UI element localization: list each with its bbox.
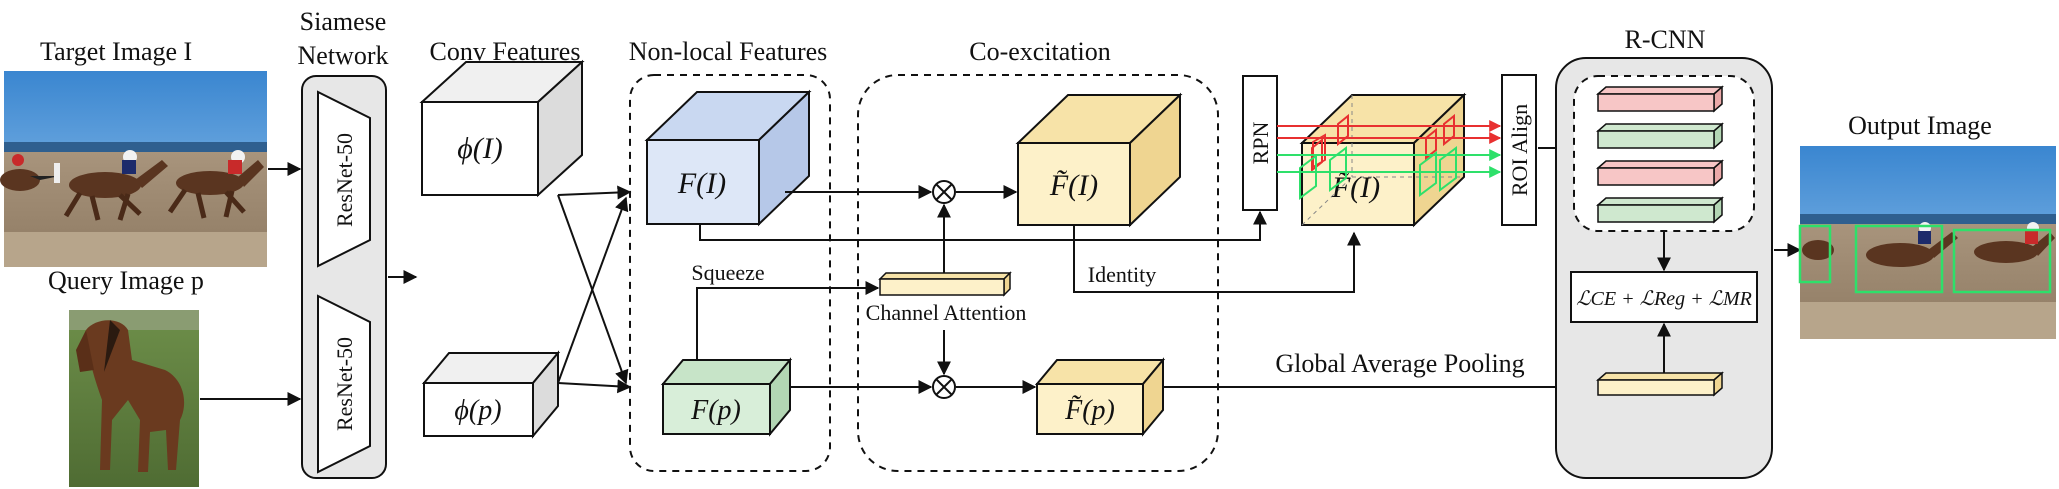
gap-vector-bar [1596, 371, 1724, 397]
resnet-top-label: ResNet-50 [332, 133, 357, 227]
resnet-bottom-block [317, 294, 371, 474]
target-image-title: Target Image I [40, 37, 192, 66]
loss-label: ℒCE + ℒReg + ℒMR [1576, 288, 1752, 310]
arrow-FI-to-RPN [699, 210, 1267, 241]
loss-box [1570, 271, 1758, 323]
siamese-network-title-line2: Network [298, 41, 389, 70]
roi-align-label: ROI Align [1507, 104, 1532, 196]
F-I-label: F(I) [677, 167, 726, 200]
rcnn-title: R-CNN [1625, 25, 1706, 54]
Ft-p-label: F̃(p) [1064, 395, 1115, 426]
coexcitation-dashed-box [857, 74, 1219, 472]
F-I-cube [644, 89, 812, 227]
squeeze-label: Squeeze [691, 260, 764, 285]
roi-align-block [1501, 74, 1537, 226]
target-image-photo [0, 71, 267, 267]
query-image-title: Query Image p [48, 266, 204, 295]
arrow-phiI-to-FI [557, 185, 632, 200]
channel-attention-bar [878, 271, 1012, 297]
rpn-block [1242, 75, 1278, 211]
channel-attention-label: Channel Attention [866, 300, 1027, 325]
multiply-node-bottom [932, 375, 956, 399]
proposal-lines-red [1277, 113, 1502, 173]
arrow-squeeze [696, 281, 880, 360]
Ft-p-cube [1034, 357, 1166, 437]
phi-p-label: ϕ(p) [454, 395, 501, 426]
F-p-cube [660, 357, 793, 437]
Ft-I-label: F̃(I) [1049, 169, 1098, 202]
arrow-identity [1073, 225, 1361, 293]
arrow-phip-to-Fp [557, 379, 632, 394]
resnet-bottom-label: ResNet-50 [332, 337, 357, 431]
output-image-title: Output Image [1848, 111, 1992, 140]
phi-I-label: ϕ(I) [457, 132, 503, 165]
Ft-I-cube [1015, 92, 1183, 228]
nonlocal-features-title: Non-local Features [629, 37, 828, 66]
phi-I-cube [419, 59, 585, 198]
nonlocal-dashed-box [629, 74, 831, 472]
Ft-I-rpn-label: F̃(I) [1331, 171, 1380, 204]
output-image-photo [1798, 146, 2056, 339]
proposal-lines-green [1277, 146, 1502, 200]
gap-label: Global Average Pooling [1275, 349, 1524, 378]
query-image-photo [69, 310, 199, 487]
coexcitation-title: Co-excitation [969, 37, 1111, 66]
multiply-node-top [932, 180, 956, 204]
F-p-label: F(p) [690, 395, 741, 426]
rpn-label: RPN [1248, 121, 1273, 164]
identity-label: Identity [1088, 262, 1156, 287]
rcnn-fc-bars [1596, 85, 1724, 224]
phi-p-cube [421, 350, 561, 439]
arrow-phip-to-FI [557, 196, 629, 384]
siamese-network-title-line1: Siamese [300, 7, 387, 36]
resnet-top-block [317, 90, 371, 268]
